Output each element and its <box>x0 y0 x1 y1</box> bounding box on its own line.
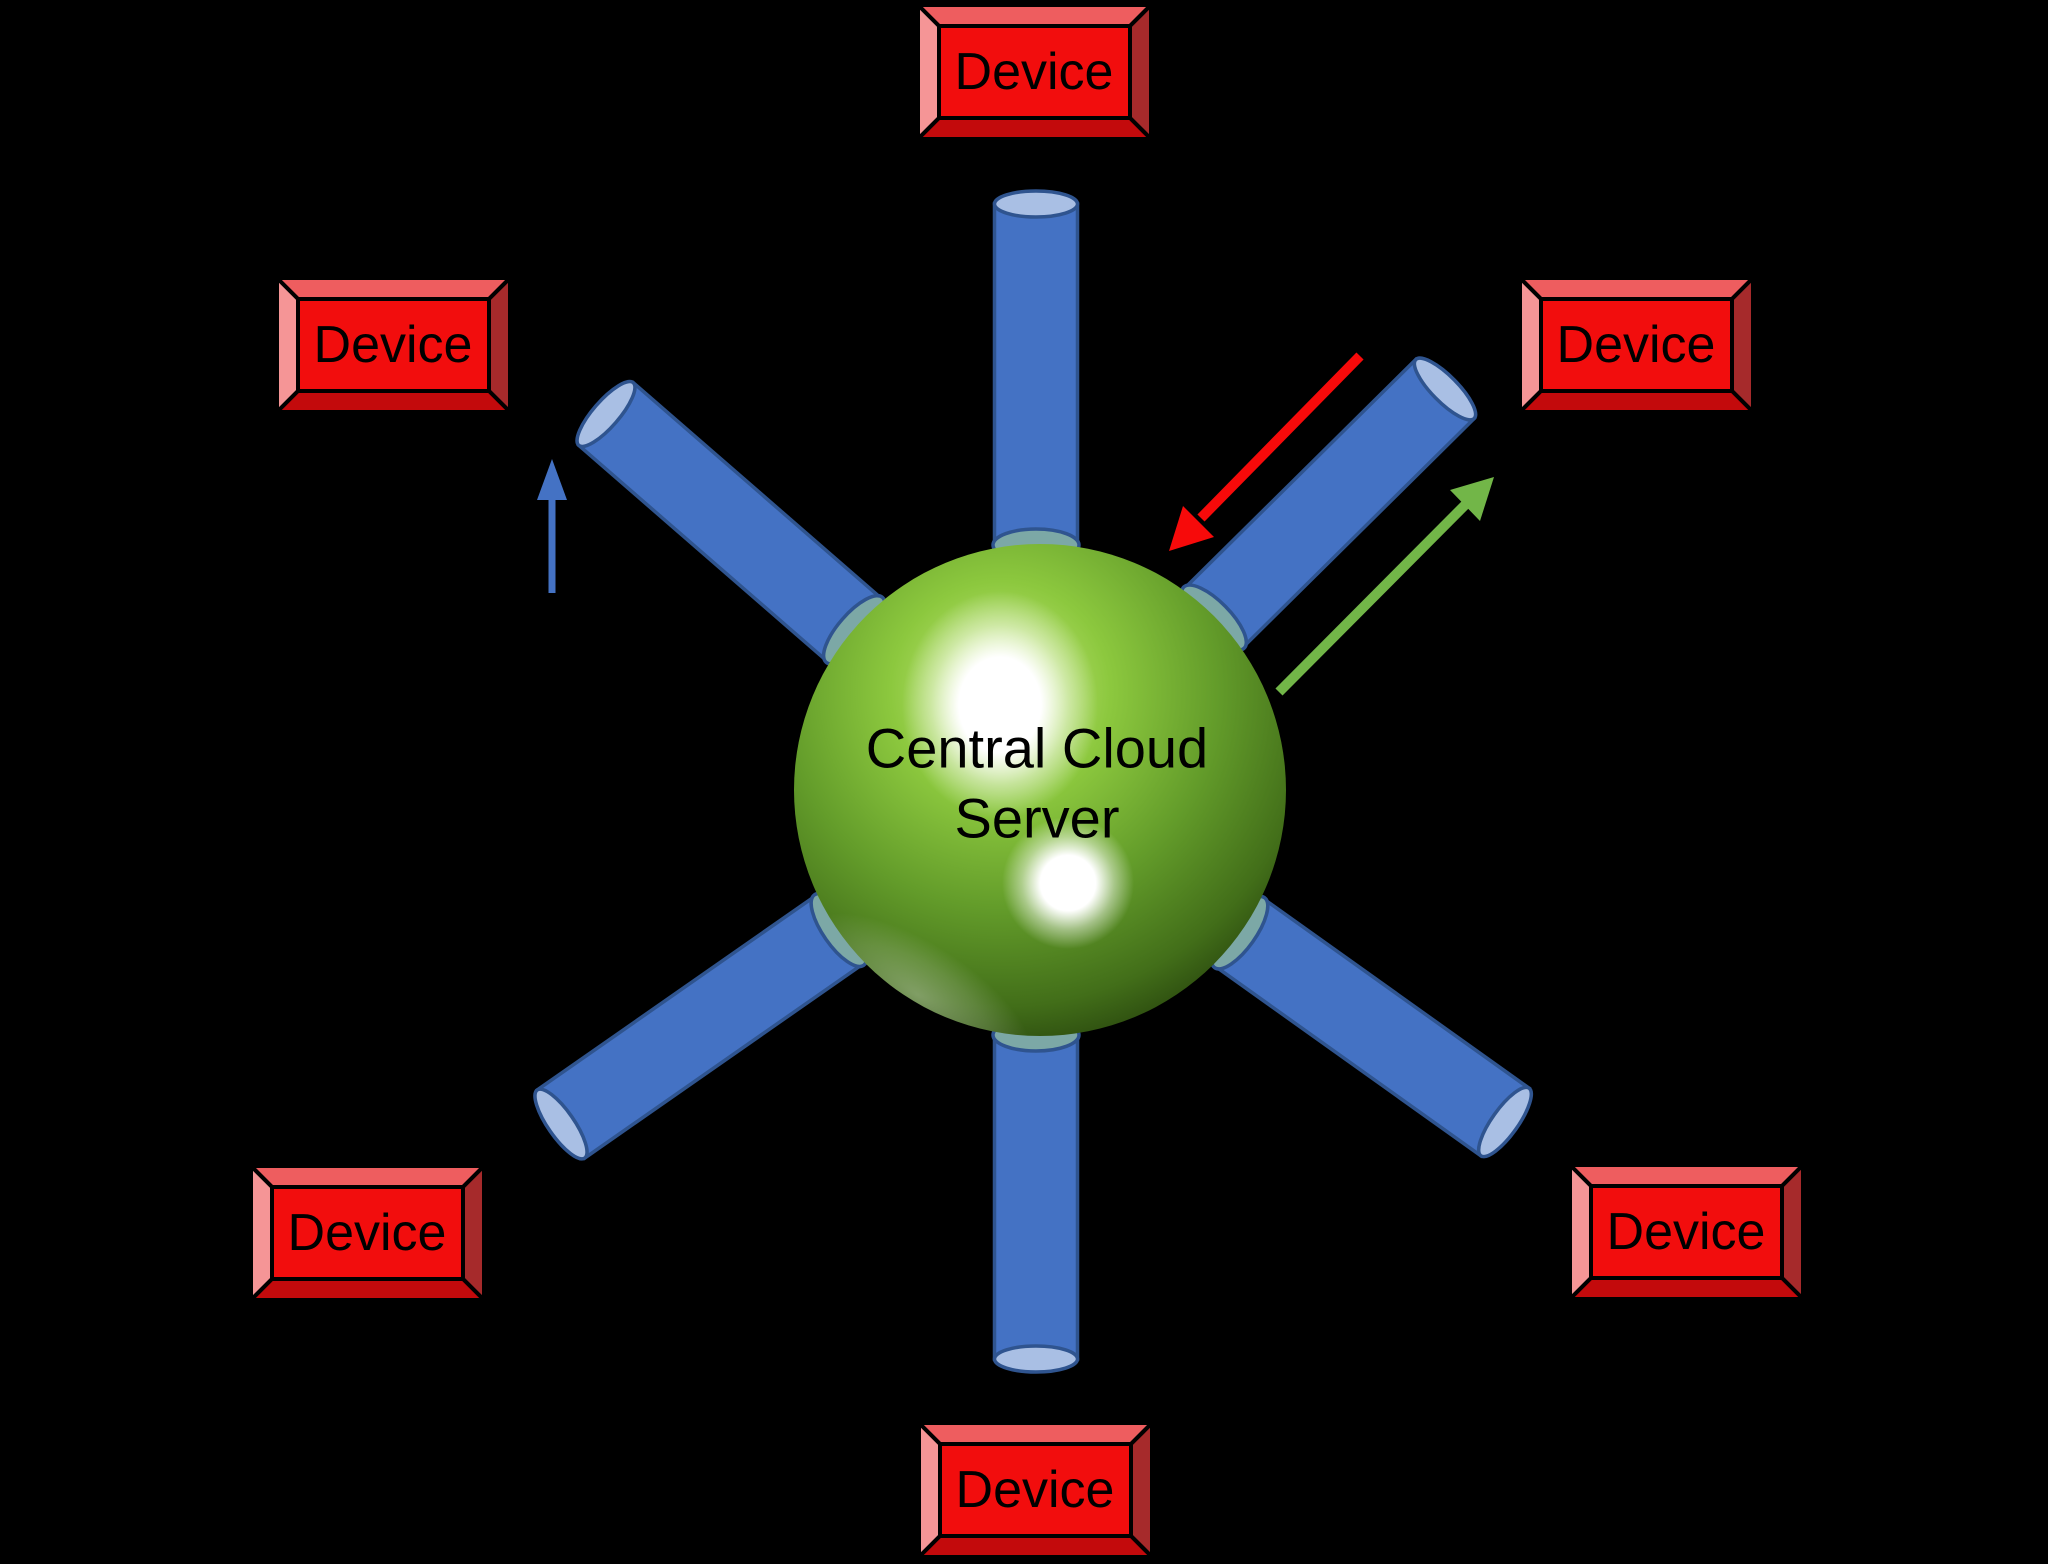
red-inbound-arrow-head <box>1169 506 1214 551</box>
device-label: Device <box>1557 316 1716 374</box>
device-node-top: Device <box>916 3 1153 141</box>
spoke-end-cap <box>992 189 1080 219</box>
device-nodes: Device Device Device Device Device Devic… <box>249 3 1805 1559</box>
device-label: Device <box>1607 1203 1766 1261</box>
spoke-end-cap <box>575 379 637 449</box>
red-inbound-arrow-shaft <box>1197 352 1364 522</box>
spoke-end-cap <box>992 1344 1080 1374</box>
flow-arrows <box>537 352 1494 696</box>
device-node-upper-right: Device <box>1518 276 1755 414</box>
green-outbound-arrow-shaft <box>1275 500 1470 696</box>
device-label: Device <box>956 1461 1115 1519</box>
red-inbound-arrow <box>1169 352 1364 551</box>
blue-up-arrow <box>537 459 567 593</box>
blue-up-arrow-head <box>537 459 567 500</box>
device-node-bottom: Device <box>917 1421 1154 1559</box>
device-label: Device <box>955 43 1114 101</box>
device-node-lower-right: Device <box>1568 1163 1805 1301</box>
sphere-highlight-bottom <box>1002 817 1134 949</box>
device-node-upper-left: Device <box>275 276 512 414</box>
central-server-label-line1: Central Cloud <box>866 717 1208 780</box>
central-server-label-line2: Server <box>955 787 1120 850</box>
green-outbound-arrow <box>1275 477 1494 696</box>
device-label: Device <box>288 1204 447 1262</box>
central-server-node: Central Cloud Server <box>794 544 1286 1036</box>
spoke-end-cap <box>1412 356 1478 422</box>
device-node-lower-left: Device <box>249 1164 486 1302</box>
device-label: Device <box>314 316 473 374</box>
spoke-end-cap <box>1476 1085 1534 1159</box>
spoke-end-cap <box>533 1087 589 1161</box>
sphere-highlight-top <box>902 591 1098 819</box>
green-outbound-arrow-head <box>1450 477 1494 521</box>
